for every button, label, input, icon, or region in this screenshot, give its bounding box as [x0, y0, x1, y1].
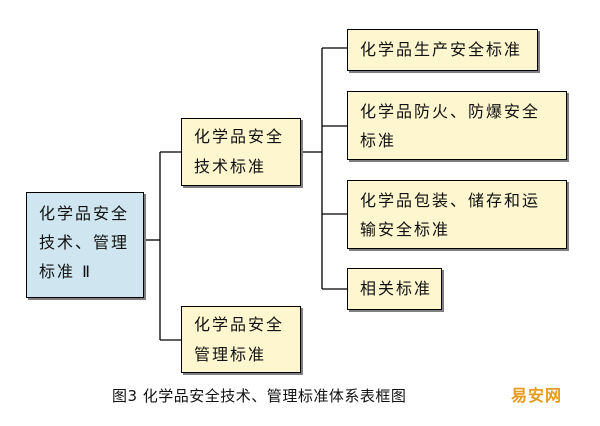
figure-caption: 图3 化学品安全技术、管理标准体系表框图 — [112, 387, 407, 405]
production-safety-node: 化学品生产安全标准 — [347, 29, 538, 71]
root-node: 化学品安全 技术、管理 标准 Ⅱ — [26, 192, 144, 298]
technical-standards-node: 化学品安全 技术标准 — [181, 118, 301, 186]
related-standards-node: 相关标准 — [347, 268, 442, 310]
watermark-logo: 易安网 — [511, 386, 563, 405]
fire-explosion-safety-node: 化学品防火、防爆安全 标准 — [347, 91, 567, 160]
management-standards-node: 化学品安全 管理标准 — [181, 306, 301, 373]
packaging-storage-transport-node: 化学品包装、储存和运 输安全标准 — [347, 180, 567, 249]
